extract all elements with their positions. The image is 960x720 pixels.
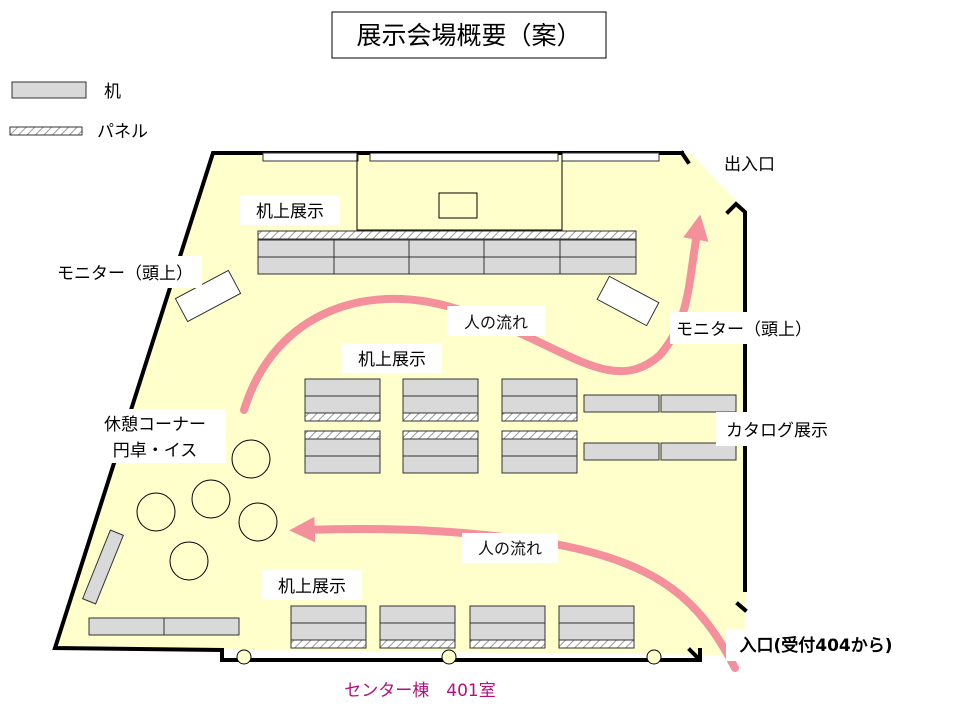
legend: 机 パネル bbox=[9, 81, 148, 142]
top-wall-panels bbox=[262, 152, 660, 162]
room-walls bbox=[52, 150, 748, 662]
legend-desk-swatch bbox=[11, 81, 87, 99]
monitor-left-label: モニター（頭上） bbox=[57, 264, 193, 284]
catalog-desks bbox=[583, 394, 737, 461]
panels-bottom bbox=[290, 639, 635, 649]
stage-box bbox=[438, 192, 478, 219]
desk-group-bottom bbox=[290, 605, 635, 641]
legend-panel-swatch bbox=[9, 126, 83, 136]
entrance-label: 入口(受付404から) bbox=[739, 635, 892, 656]
desks-bottom-left bbox=[88, 617, 240, 636]
catalog-display-label: カタログ展示 bbox=[726, 421, 828, 441]
desk-display-middle-label: 机上展示 bbox=[358, 350, 426, 370]
legend-desk-label: 机 bbox=[104, 82, 121, 102]
flow-arrow-lower bbox=[289, 516, 739, 672]
people-flow-lower-label: 人の流れ bbox=[478, 539, 542, 558]
title-box: 展示会場概要（案） bbox=[331, 11, 607, 59]
rest-corner-sublabel: 円卓・イス bbox=[113, 441, 198, 461]
stage-booth bbox=[356, 152, 563, 231]
monitor-right bbox=[596, 275, 660, 327]
panels-middle bbox=[304, 412, 578, 440]
exit-entrance-label: 出入口 bbox=[724, 155, 775, 175]
desk-display-bottom-label: 机上展示 bbox=[278, 577, 346, 597]
page-title: 展示会場概要（案） bbox=[356, 21, 581, 50]
desk-display-top-label: 机上展示 bbox=[256, 202, 324, 222]
desk-group-top bbox=[257, 230, 637, 275]
monitor-right-label: モニター（頭上） bbox=[676, 320, 812, 340]
desk-left-slanted bbox=[81, 529, 125, 605]
people-flow-upper-label: 人の流れ bbox=[464, 313, 528, 332]
rest-corner-label: 休憩コーナー bbox=[104, 415, 206, 435]
room-name-label: センター棟 401室 bbox=[344, 681, 495, 701]
legend-panel-label: パネル bbox=[97, 122, 148, 142]
wall-pillars bbox=[236, 649, 662, 665]
round-tables bbox=[136, 439, 278, 581]
